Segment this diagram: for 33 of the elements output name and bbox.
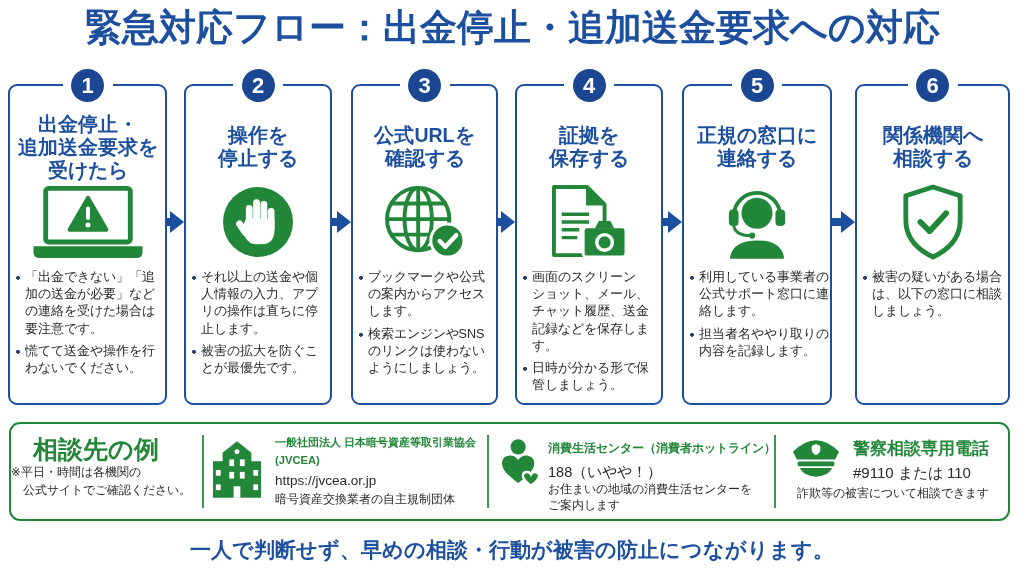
contact-info: https://jvcea.or.jp [275, 472, 377, 490]
step-heading: 操作を停止する [217, 124, 299, 170]
title: 緊急対応フロー：出金停止・追加送金要求への対応 [84, 6, 940, 50]
bullet-text: 担当者名ややり取りの内容を記録します。 [689, 325, 830, 360]
contact-info: #9110 または 110 [853, 463, 971, 483]
note-text: ※平日・時間は各機関の公式サイトでご確認ください。 [11, 464, 192, 498]
step-number: 2 [241, 68, 275, 102]
step-number: 5 [740, 68, 774, 102]
step-number: 3 [408, 68, 441, 102]
step-heading: 正規の窓口に連絡する [696, 124, 818, 170]
contact-info: 188（いやや！） [548, 463, 663, 481]
arrow [332, 211, 351, 233]
description-text: 暗号資産交換業者の自主規制団体 [275, 492, 455, 507]
bullet-text: 利用している事業者の公式サポート窓口に連絡します。 [689, 269, 830, 321]
step-heading: 出金停止・追加送金要求を受けたら [16, 112, 159, 182]
description-text: 詐欺等の被害について相談できます [797, 485, 989, 501]
arrow [498, 211, 515, 233]
info-panel [9, 422, 1010, 521]
step-heading: 証拠を保存する [548, 124, 630, 170]
step-heading: 公式URLを確認する [373, 124, 476, 170]
step-number: 1 [71, 68, 104, 102]
description-text: お住まいの地域の消費生活センターをご案内します [548, 481, 753, 513]
caption: 一人で判断せず、早めの相談・行動が被害の防止につながります。 [190, 537, 834, 564]
arrow [167, 211, 184, 233]
step-heading: 関係機関へ相談する [881, 124, 984, 170]
organization-name: 警察相談専用電話 [853, 438, 989, 460]
arrow [663, 211, 682, 233]
step-number: 4 [572, 68, 606, 102]
step-number: 6 [916, 68, 949, 102]
organization-name: 一般社団法人 日本暗号資産等取引業協会 (JVCEA) [275, 435, 478, 468]
arrow [832, 211, 855, 233]
organization-name: 消費生活センター（消費者ホットライン） [548, 441, 776, 457]
panel-heading: 相談先の例 [33, 434, 159, 464]
